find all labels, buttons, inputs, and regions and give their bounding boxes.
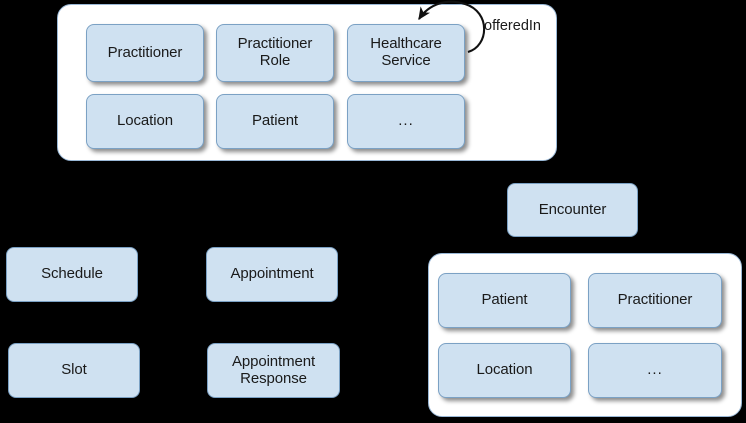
resource-box-appointment-response[interactable]: Appointment Response: [207, 343, 340, 398]
resource-box-encounter-practitioner[interactable]: Practitioner: [588, 273, 722, 328]
resource-box-healthcare-service[interactable]: Healthcare Service: [347, 24, 465, 82]
resource-box-encounter-location[interactable]: Location: [438, 343, 571, 398]
resource-box-practitioner[interactable]: Practitioner: [86, 24, 204, 82]
resource-box-encounter-patient[interactable]: Patient: [438, 273, 571, 328]
resource-box-encounter-ellipsis[interactable]: ...: [588, 343, 722, 398]
resource-box-location[interactable]: Location: [86, 94, 204, 149]
resource-box-appointment[interactable]: Appointment: [206, 247, 338, 302]
resource-box-schedule[interactable]: Schedule: [6, 247, 138, 302]
resource-box-patient[interactable]: Patient: [216, 94, 334, 149]
resource-box-ellipsis[interactable]: ...: [347, 94, 465, 149]
edge-label-offeredin: offeredIn: [484, 18, 541, 34]
resource-box-practitioner-role[interactable]: Practitioner Role: [216, 24, 334, 82]
resource-box-encounter[interactable]: Encounter: [507, 183, 638, 237]
resource-box-slot[interactable]: Slot: [8, 343, 140, 398]
